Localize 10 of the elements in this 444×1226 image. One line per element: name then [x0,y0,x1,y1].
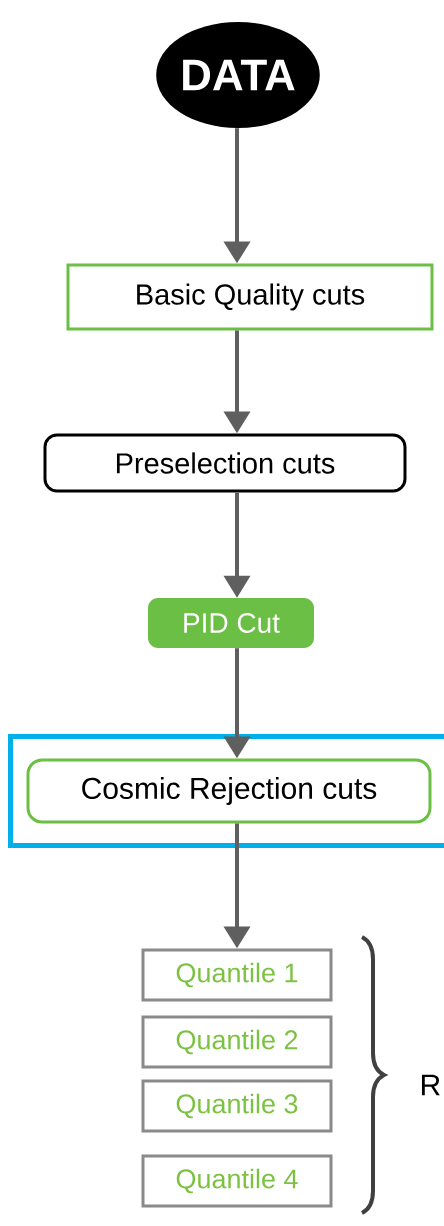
quantile-box: Quantile 1 [141,948,333,1002]
quantile-box: Quantile 4 [141,1154,333,1208]
quantile-box: Quantile 2 [141,1015,333,1069]
quantile-box: Quantile 3 [141,1079,333,1133]
side-label: R [422,1074,440,1096]
process-box: PID Cut [148,598,314,648]
group-frame [8,734,444,848]
process-box: Basic Quality cuts [66,263,434,331]
process-box: Preselection cuts [43,433,407,493]
process-box: Cosmic Rejection cuts [26,758,432,824]
